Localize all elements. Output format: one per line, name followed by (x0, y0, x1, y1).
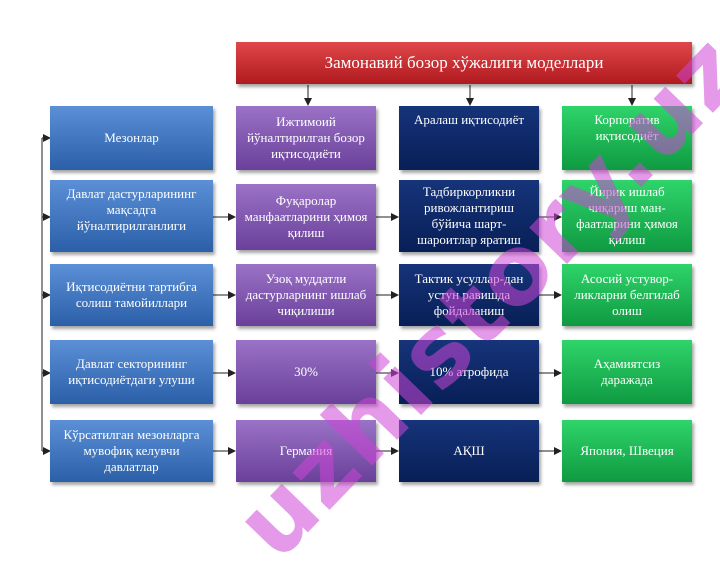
row3-corporate-economy: Аҳамиятсиз даражада (562, 340, 692, 404)
row3-social-market: 30% (236, 340, 376, 404)
header-corporate-economy: Корпоратив иқтисодиёт (562, 106, 692, 170)
header-criteria: Мезонлар (50, 106, 213, 170)
row2-corporate-economy: Асосий устувор-ликларни белгилаб олиш (562, 264, 692, 326)
row2-mixed-economy: Тактик усуллар-дан устун равишда фойдала… (399, 264, 539, 326)
header-mixed-economy: Аралаш иқтисодиёт (399, 106, 539, 170)
row3-criterion: Давлат секторининг иқтисодиётдаги улуши (50, 340, 213, 404)
row3-mixed-economy: 10% атрофида (399, 340, 539, 404)
row1-criterion: Давлат дастурларининг мақсадга йўналтири… (50, 180, 213, 252)
connector-lines (41, 85, 636, 455)
row1-corporate-economy: Йирик ишлаб чиқариш ман-фаатларини ҳимоя… (562, 180, 692, 252)
row4-criterion: Кўрсатилган мезонларга мувофиқ келувчи д… (50, 420, 213, 482)
row4-social-market: Германия (236, 420, 376, 482)
row1-mixed-economy: Тадбиркорликни ривожлантириш бўйича шарт… (399, 180, 539, 252)
row2-social-market: Узоқ муддатли дастурларнинг ишлаб чиқили… (236, 264, 376, 326)
diagram-title: Замонавий бозор хўжалиги моделлари (236, 42, 692, 84)
row4-corporate-economy: Япония, Швеция (562, 420, 692, 482)
row4-mixed-economy: АҚШ (399, 420, 539, 482)
header-social-market: Ижтимоий йўналтирилган бозор иқтисодиёти (236, 106, 376, 170)
row1-social-market: Фуқаролар манфаатларини ҳимоя қилиш (236, 184, 376, 250)
row2-criterion: Иқтисодиётни тартибга солиш тамойиллари (50, 264, 213, 326)
